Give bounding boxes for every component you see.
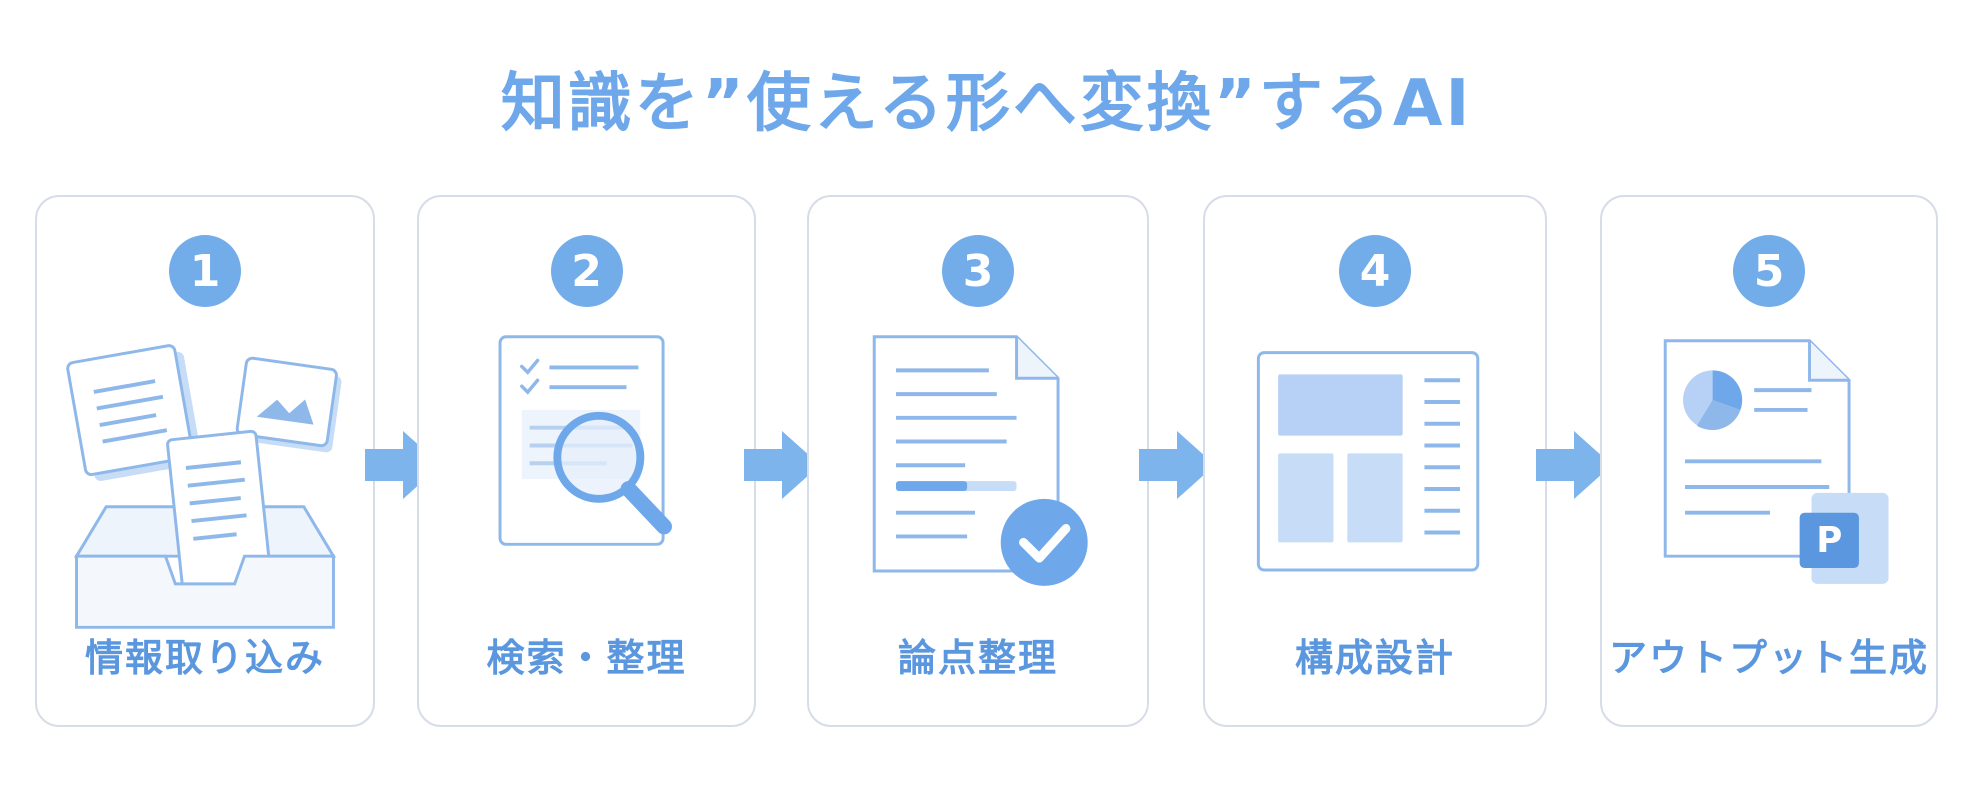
step-number-badge: 5 [1733,235,1805,307]
step-label: 情報取り込み [84,636,325,680]
step-label: アウトプット生成 [1608,636,1929,680]
arrow-right-icon [1137,425,1217,505]
step-number-badge: 4 [1339,235,1411,307]
step-card-1: 1 [35,195,375,727]
step-number-badge: 2 [550,235,623,307]
checked-document-icon [809,317,1147,657]
step-number-badge: 3 [942,235,1014,307]
step-card-5: 5 P アウトプット生成 [1600,195,1938,727]
search-document-icon [419,317,754,657]
layout-wireframe-icon [1205,317,1545,657]
inbox-documents-icon [37,317,373,657]
arrow-right-icon [1534,425,1614,505]
step-card-2: 2 検索・整理 [417,195,756,727]
step-number-badge: 1 [169,235,241,307]
step-label: 構成設計 [1294,636,1455,680]
step-label: 論点整理 [897,636,1058,680]
arrow-right-icon [742,425,822,505]
step-label: 検索・整理 [486,636,687,680]
step-card-3: 3 論点整理 [807,195,1149,727]
presentation-output-icon: P [1602,317,1936,657]
app-badge-letter: P [1816,520,1842,561]
step-card-4: 4 構成設計 [1203,195,1547,727]
page-title: 知識を”使える形へ変換”するAI [500,67,1473,141]
